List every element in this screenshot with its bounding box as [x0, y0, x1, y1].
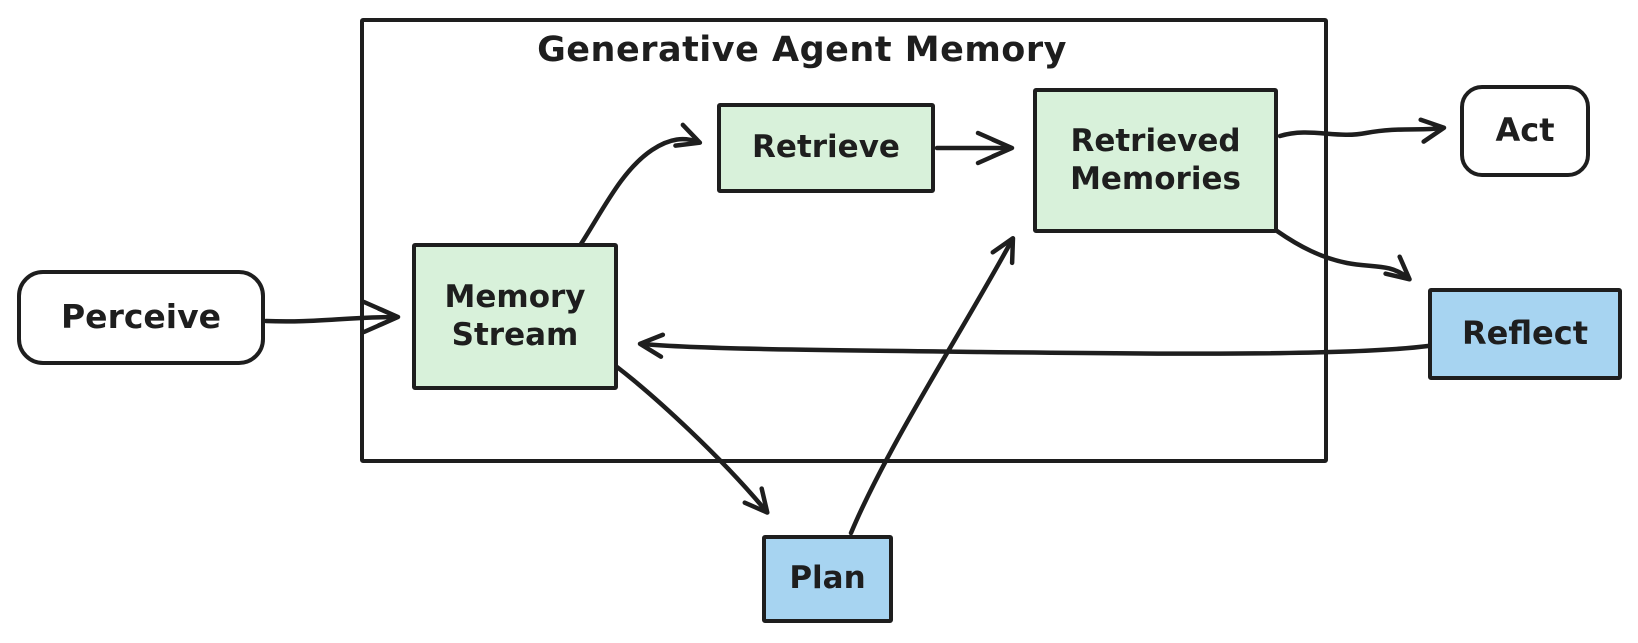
node-perceive: Perceive	[17, 270, 265, 365]
node-reflect-label: Reflect	[1461, 314, 1589, 353]
node-plan-label: Plan	[789, 560, 866, 597]
node-retrieve: Retrieve	[717, 103, 935, 193]
node-retrieved-memories: Retrieved Memories	[1033, 88, 1278, 233]
node-reflect: Reflect	[1428, 288, 1622, 380]
node-retrieve-label: Retrieve	[752, 129, 900, 166]
generative-agent-memory-container: Generative Agent Memory	[360, 18, 1328, 463]
node-retrieved-memories-label: Retrieved Memories	[1070, 122, 1241, 197]
node-memory-stream: Memory Stream	[412, 243, 618, 390]
node-act-label: Act	[1495, 111, 1555, 150]
node-perceive-label: Perceive	[61, 297, 221, 337]
container-title: Generative Agent Memory	[537, 30, 1067, 70]
node-memory-stream-label: Memory Stream	[444, 278, 586, 353]
node-plan: Plan	[762, 535, 893, 623]
node-act: Act	[1460, 85, 1590, 177]
